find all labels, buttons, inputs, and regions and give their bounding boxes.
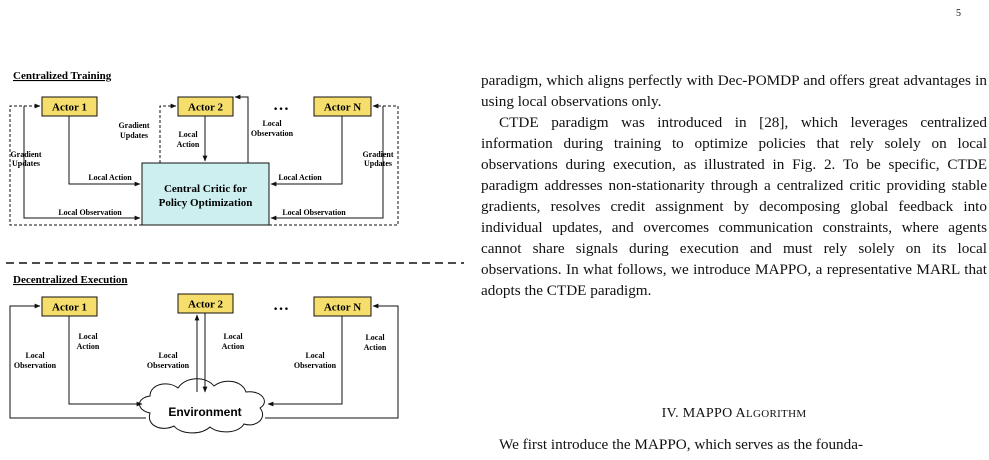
svg-text:Observation: Observation	[147, 361, 190, 370]
section-heading: IV. MAPPO ALGORITHM	[481, 406, 987, 422]
svg-text:Local: Local	[25, 351, 45, 360]
training-flow-arrows	[23, 94, 384, 221]
execution-labels: Local Observation Local Action Local Obs…	[14, 332, 387, 370]
execution-flow-arrows	[9, 303, 399, 419]
svg-text:Local: Local	[305, 351, 325, 360]
svg-text:Updates: Updates	[12, 159, 40, 168]
svg-text:Updates: Updates	[120, 131, 148, 140]
svg-text:Local: Local	[262, 119, 282, 128]
section-number: IV.	[661, 406, 679, 421]
svg-text:Action: Action	[364, 343, 387, 352]
paragraph-3: We first introduce the MAPPO, which serv…	[499, 436, 864, 453]
training-actor-n: Actor N	[313, 96, 372, 117]
section-title-first: MAPPO A	[682, 406, 746, 421]
svg-text:Local Observation: Local Observation	[58, 208, 122, 217]
svg-text:Gradient: Gradient	[118, 121, 149, 130]
svg-text:Environment: Environment	[168, 405, 241, 419]
svg-text:Updates: Updates	[364, 159, 392, 168]
svg-text:Local Observation: Local Observation	[282, 208, 346, 217]
svg-text:Local: Local	[223, 332, 243, 341]
gradient-update-arrows	[9, 103, 399, 226]
environment-cloud: Environment	[139, 378, 265, 434]
svg-text:Observation: Observation	[294, 361, 337, 370]
paragraph-1: paradigm, which aligns perfectly with De…	[481, 72, 987, 110]
svg-text:Action: Action	[177, 140, 200, 149]
execution-actor-1: Actor 1	[41, 296, 98, 317]
svg-text:Actor 1: Actor 1	[52, 302, 87, 314]
paragraph-2: CTDE paradigm was introduced in [28], wh…	[481, 114, 987, 299]
svg-text:Actor N: Actor N	[324, 302, 361, 314]
svg-text:Central Critic for: Central Critic for	[164, 183, 247, 195]
training-actor-1: Actor 1	[41, 96, 98, 117]
central-critic-box: Central Critic for Policy Optimization	[141, 162, 270, 226]
svg-text:Observation: Observation	[251, 129, 294, 138]
section-title-rest: LGORITHM	[745, 408, 807, 420]
training-title: Centralized Training	[13, 70, 112, 82]
execution-title: Decentralized Execution	[13, 274, 128, 286]
svg-text:Policy Optimization: Policy Optimization	[159, 197, 253, 209]
svg-text:Local: Local	[365, 333, 385, 342]
svg-text:Action: Action	[77, 342, 100, 351]
svg-text:Actor 2: Actor 2	[188, 102, 223, 114]
training-actor-2: Actor 2	[177, 96, 234, 117]
svg-text:Gradient: Gradient	[10, 150, 41, 159]
svg-text:Actor 2: Actor 2	[188, 299, 223, 311]
svg-text:Local Action: Local Action	[88, 173, 132, 182]
ctde-figure: Centralized Training Actor 1 Actor 2 … A…	[6, 70, 464, 434]
svg-text:Actor N: Actor N	[324, 102, 361, 114]
svg-text:Local: Local	[178, 130, 198, 139]
svg-text:Action: Action	[222, 342, 245, 351]
svg-text:Local Action: Local Action	[278, 173, 322, 182]
svg-text:Local: Local	[158, 351, 178, 360]
execution-ellipsis: …	[273, 297, 289, 314]
page-number: 5	[956, 8, 961, 19]
training-ellipsis: …	[273, 97, 289, 114]
execution-actor-2: Actor 2	[177, 293, 234, 314]
svg-text:Gradient: Gradient	[362, 150, 393, 159]
training-labels: Gradient Updates Gradient Updates Gradie…	[10, 119, 393, 217]
execution-actor-n: Actor N	[313, 296, 372, 317]
svg-text:Observation: Observation	[14, 361, 57, 370]
body-column: paradigm, which aligns perfectly with De…	[481, 70, 987, 301]
svg-text:Local: Local	[78, 332, 98, 341]
svg-text:Actor 1: Actor 1	[52, 102, 87, 114]
